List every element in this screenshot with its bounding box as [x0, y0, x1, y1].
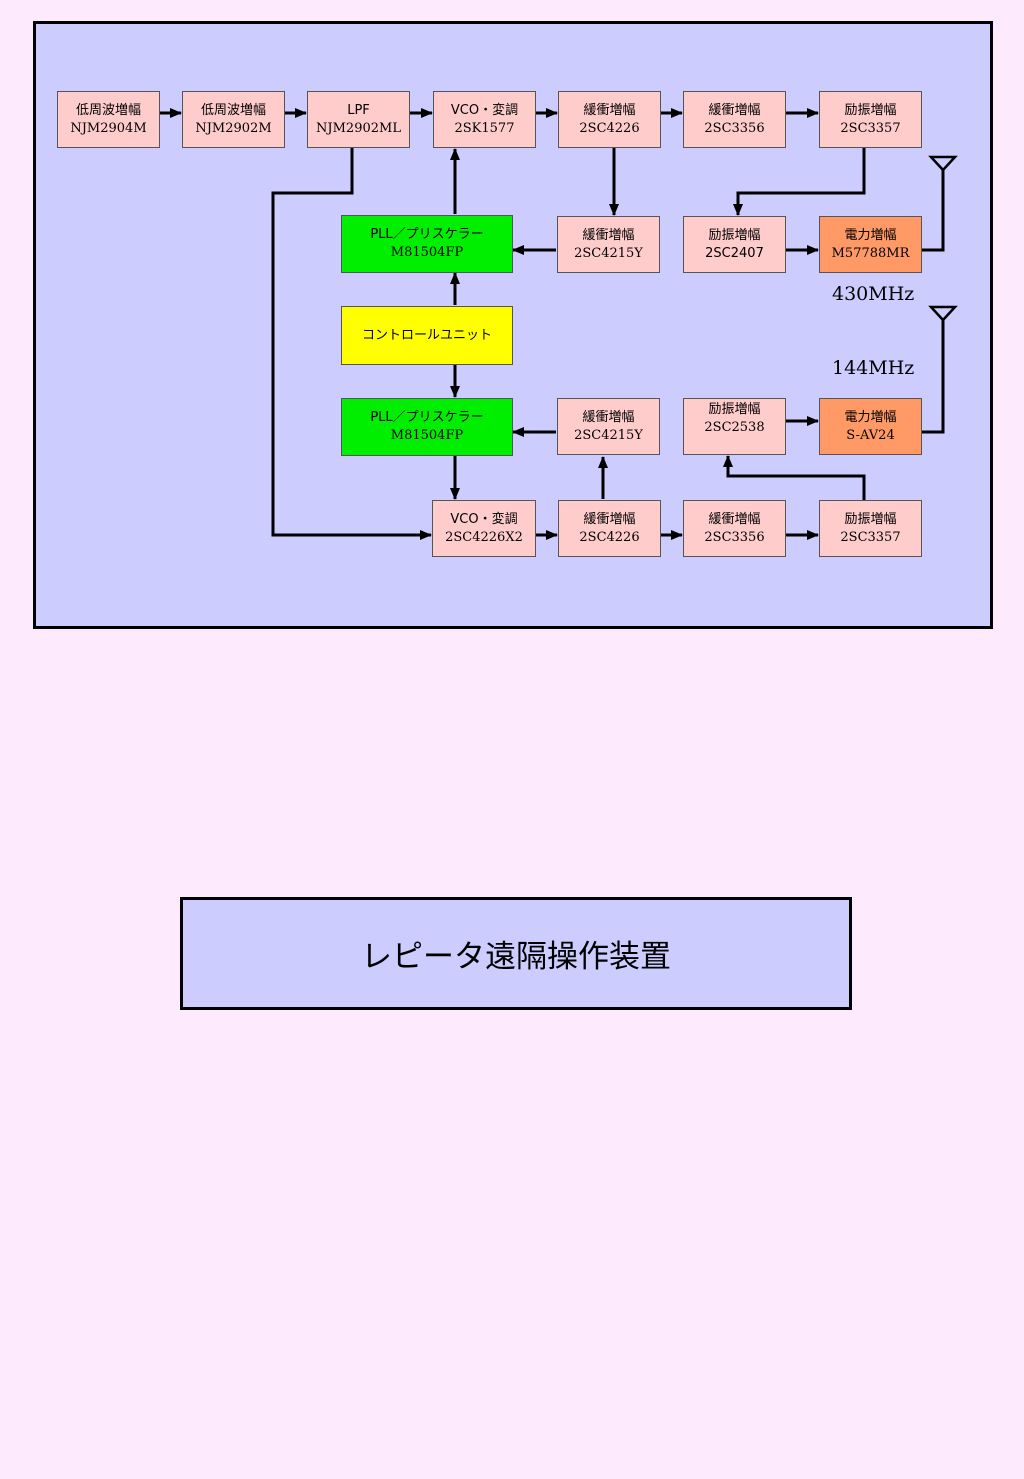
pll-144-block: PLL／プリスケラー M81504FP [341, 398, 513, 456]
block-name: 緩衝増幅 [582, 227, 635, 243]
wire-drv1-drv2 [733, 148, 866, 216]
block-name: 低周波増幅 [75, 102, 141, 118]
block-name: 緩衝増幅 [708, 511, 761, 527]
block-name: 緩衝増幅 [583, 511, 636, 527]
pll-430-block: PLL／プリスケラー M81504FP [341, 215, 513, 273]
block-name: VCO・変調 [450, 511, 518, 527]
block-part: NJM2902ML [316, 120, 401, 136]
antenna-430-icon [928, 155, 958, 172]
block-part: M81504FP [390, 428, 464, 443]
antenna-144-icon [928, 305, 958, 322]
block-part: 2SC4226 [579, 120, 640, 136]
signal-wires [160, 108, 958, 540]
block-name: PLL／プリスケラー [370, 227, 484, 242]
power-amp-430-block: 電力増幅 M57788MR [819, 216, 922, 273]
page-title: レピータ遠隔操作装置 [180, 897, 852, 1010]
block-name: 緩衝増幅 [582, 409, 635, 425]
block-part: 2SC4226X2 [445, 529, 523, 545]
wire-drv1-drv2-144 [723, 455, 866, 500]
power-amp-144-block: 電力増幅 S-AV24 [819, 398, 922, 455]
block-name: 緩衝増幅 [708, 102, 761, 118]
block-part: 2SC2538 [704, 420, 765, 435]
block-part: 2SC2407 [705, 245, 764, 261]
block-name: 緩衝増幅 [583, 102, 636, 118]
block-name: コントロールユニット [361, 327, 492, 343]
block-part: 2SC3357 [840, 529, 901, 545]
block-part: NJM2902M [195, 120, 272, 136]
block-name: 電力増幅 [844, 409, 897, 425]
buffer-144-1-block: 緩衝増幅 2SC4226 [558, 500, 661, 557]
pll-buffer-430-block: 緩衝増幅 2SC4215Y [557, 216, 660, 273]
block-part: 2SC3357 [840, 120, 901, 136]
block-name: 励振増幅 [708, 227, 761, 243]
freq-label-144: 144MHz [832, 357, 915, 379]
page-title-text: レピータ遠隔操作装置 [361, 939, 671, 975]
driver-144-1-block: 励振増幅 2SC3357 [819, 500, 922, 557]
pll-buffer-144-block: 緩衝増幅 2SC4215Y [557, 398, 660, 455]
block-part: NJM2904M [70, 120, 147, 136]
block-name: 励振増幅 [708, 402, 761, 417]
wire-lpf-vco144 [271, 148, 432, 540]
block-name: 励振増幅 [844, 511, 897, 527]
buffer-430-2-block: 緩衝増幅 2SC3356 [683, 91, 786, 148]
lpf-block: LPF NJM2902ML [307, 91, 410, 148]
vco-144-block: VCO・変調 2SC4226X2 [432, 500, 536, 557]
driver-430-2-block: 励振増幅 2SC2407 [683, 216, 786, 273]
control-unit-block: コントロールユニット [341, 306, 513, 365]
block-part: 2SC4226 [579, 529, 640, 545]
block-part: M81504FP [390, 245, 464, 260]
block-part: S-AV24 [846, 427, 895, 443]
block-part: M57788MR [831, 245, 910, 261]
buffer-144-2-block: 緩衝増幅 2SC3356 [683, 500, 786, 557]
af-amp-1-block: 低周波増幅 NJM2904M [57, 91, 160, 148]
vco-430-block: VCO・変調 2SK1577 [433, 91, 536, 148]
block-name: 励振増幅 [844, 102, 897, 118]
driver-430-1-block: 励振増幅 2SC3357 [819, 91, 922, 148]
block-part: 2SC4215Y [574, 427, 643, 443]
driver-144-2-block: 励振増幅 2SC2538 [683, 398, 786, 455]
buffer-430-1-block: 緩衝増幅 2SC4226 [558, 91, 661, 148]
block-name: 低周波増幅 [200, 102, 266, 118]
block-name: PLL／プリスケラー [370, 410, 484, 425]
block-part: 2SK1577 [454, 120, 515, 136]
block-part: 2SC3356 [704, 120, 765, 136]
block-name: 電力増幅 [844, 227, 897, 243]
af-amp-2-block: 低周波増幅 NJM2902M [182, 91, 285, 148]
wire-pa144-antenna [922, 318, 945, 434]
freq-label-430: 430MHz [832, 283, 915, 305]
wire-pa430-antenna [922, 168, 945, 252]
block-name: VCO・変調 [450, 102, 519, 118]
block-name: LPF [347, 102, 370, 118]
block-part: 2SC3356 [704, 529, 765, 545]
block-part: 2SC4215Y [574, 245, 643, 261]
